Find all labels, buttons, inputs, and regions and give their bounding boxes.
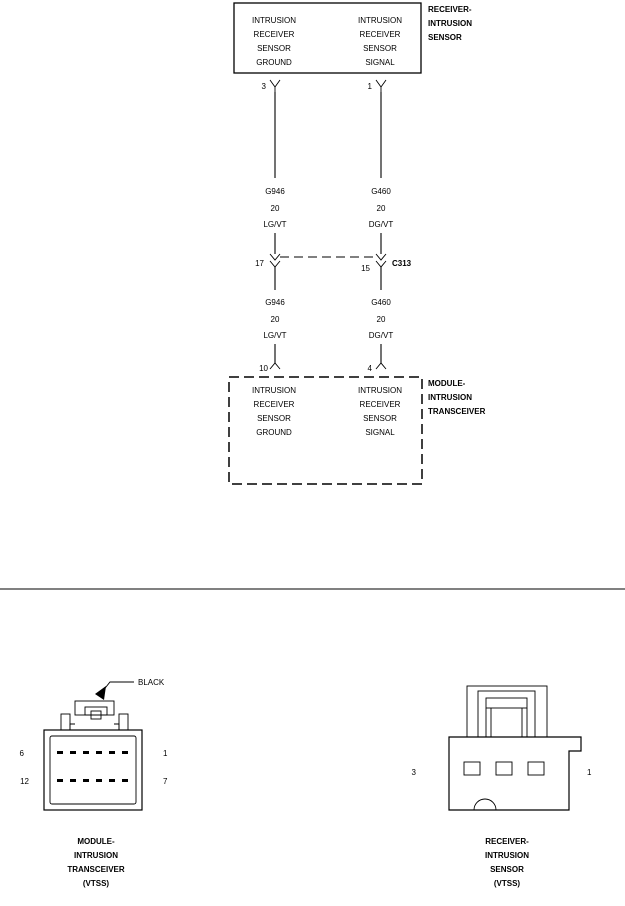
module-pin-left-terminal [269,362,281,370]
module-left-line-3: SENSOR [257,414,291,423]
module-box [228,376,423,485]
module-pin-left: 10 [259,364,268,373]
module-connector-latch-inner [84,706,108,716]
module-right-line-4: SIGNAL [365,428,395,437]
module-connector-latch [74,700,115,716]
wire-left-lower-gauge: 20 [271,315,280,324]
module-pin-right: 4 [368,364,373,373]
c313-left-terminal [269,253,281,268]
wire-left-lower-label: G946 20 LG/VT [263,298,286,340]
sensor-right-line-2: RECEIVER [360,30,401,39]
module-connector-ear-left [60,713,71,731]
sensor-caption-line-2: INTRUSION [485,851,529,860]
module-title-line-1: MODULE- [428,379,466,388]
module-caption-line-2: INTRUSION [74,851,118,860]
module-connector-row-top [57,751,128,754]
sensor-connector-caption: RECEIVER- INTRUSION SENSOR (VTSS) [485,837,529,888]
module-connector-pin-6: 6 [20,749,25,758]
sensor-title: RECEIVER- INTRUSION SENSOR [428,5,472,42]
module-connector-color-label: BLACK [138,678,165,687]
sensor-left-line-3: SENSOR [257,44,291,53]
module-left-line-1: INTRUSION [252,386,296,395]
sensor-pin-left: 3 [262,82,267,91]
sensor-title-line-1: RECEIVER- [428,5,472,14]
wire-left-upper-gauge: 20 [271,204,280,213]
sensor-pin-right-terminal [375,79,387,92]
module-title-line-3: TRANSCEIVER [428,407,486,416]
wire-left-upper-color: LG/VT [263,220,286,229]
wire-right-upper-label: G460 20 DG/VT [369,187,394,229]
module-right-line-3: SENSOR [363,414,397,423]
module-connector-pin-1: 1 [163,749,168,758]
sensor-left-line-1: INTRUSION [252,16,296,25]
color-label-leader [101,681,134,693]
wire-right-upper-circuit: G460 [371,187,391,196]
module-connector-pin-7: 7 [163,777,168,786]
sensor-right-line-4: SIGNAL [365,58,395,67]
sensor-connector-pin-1: 1 [587,768,592,777]
module-caption-line-3: TRANSCEIVER [67,865,125,874]
module-connector-caption: MODULE- INTRUSION TRANSCEIVER (VTSS) [67,837,125,888]
module-right-line-2: RECEIVER [360,400,401,409]
module-connector-pin-12: 12 [20,777,29,786]
sensor-right-line-3: SENSOR [363,44,397,53]
module-left-line-4: GROUND [256,428,292,437]
sensor-connector-pin-3: 3 [412,768,417,777]
sensor-box-left-text: INTRUSION RECEIVER SENSOR GROUND [252,16,296,67]
module-left-line-2: RECEIVER [254,400,295,409]
module-caption-line-4: (VTSS) [83,879,110,888]
module-box-left-text: INTRUSION RECEIVER SENSOR GROUND [252,386,296,437]
c313-label: C313 [392,259,412,268]
wire-left-lower-color: LG/VT [263,331,286,340]
module-connector-inner [49,735,137,805]
module-box-right-text: INTRUSION RECEIVER SENSOR SIGNAL [358,386,402,437]
module-connector-latch-tab [90,710,102,720]
wire-right-lower-gauge: 20 [377,315,386,324]
module-right-line-1: INTRUSION [358,386,402,395]
module-connector-shoulders [69,723,120,730]
sensor-box [233,2,422,74]
sensor-connector-view: 3 1 RECEIVER- INTRUSION SENSOR (VTSS) [412,685,592,888]
sensor-title-line-3: SENSOR [428,33,462,42]
module-connector-view: BLACK 6 1 [20,678,168,888]
wire-right-upper-gauge: 20 [377,204,386,213]
module-caption-line-1: MODULE- [77,837,115,846]
sensor-right-line-1: INTRUSION [358,16,402,25]
wire-right-lower-color: DG/VT [369,331,394,340]
module-connector-body [43,729,143,811]
c313-right-terminal [375,253,387,268]
sensor-left-line-4: GROUND [256,58,292,67]
sensor-connector-lock-arm [485,697,528,709]
sensor-left-line-2: RECEIVER [254,30,295,39]
sensor-caption-line-1: RECEIVER- [485,837,529,846]
wire-right-lower-label: G460 20 DG/VT [369,298,394,340]
wire-left-lower-circuit: G946 [265,298,285,307]
wire-right-lower-circuit: G460 [371,298,391,307]
module-connector-row-bottom [57,779,128,782]
sensor-caption-line-4: (VTSS) [494,879,521,888]
sensor-connector-body [448,736,582,811]
wire-right-upper-color: DG/VT [369,220,394,229]
color-label-arrow-icon [95,686,106,700]
module-connector-ear-right [118,713,129,731]
sensor-pin-right: 1 [368,82,373,91]
sensor-cavity-3 [463,761,481,776]
sensor-cavity-1 [527,761,545,776]
sensor-pin-left-terminal [269,79,281,92]
module-pin-right-terminal [375,362,387,370]
sensor-cavity-2 [495,761,513,776]
sensor-caption-line-3: SENSOR [490,865,524,874]
wire-left-upper-circuit: G946 [265,187,285,196]
c313-pin-left: 17 [255,259,264,268]
c313-pin-right: 15 [361,264,370,273]
sensor-connector-key [473,798,497,811]
module-title: MODULE- INTRUSION TRANSCEIVER [428,379,486,416]
sensor-title-line-2: INTRUSION [428,19,472,28]
wire-left-upper-label: G946 20 LG/VT [263,187,286,229]
sensor-box-right-text: INTRUSION RECEIVER SENSOR SIGNAL [358,16,402,67]
module-title-line-2: INTRUSION [428,393,472,402]
